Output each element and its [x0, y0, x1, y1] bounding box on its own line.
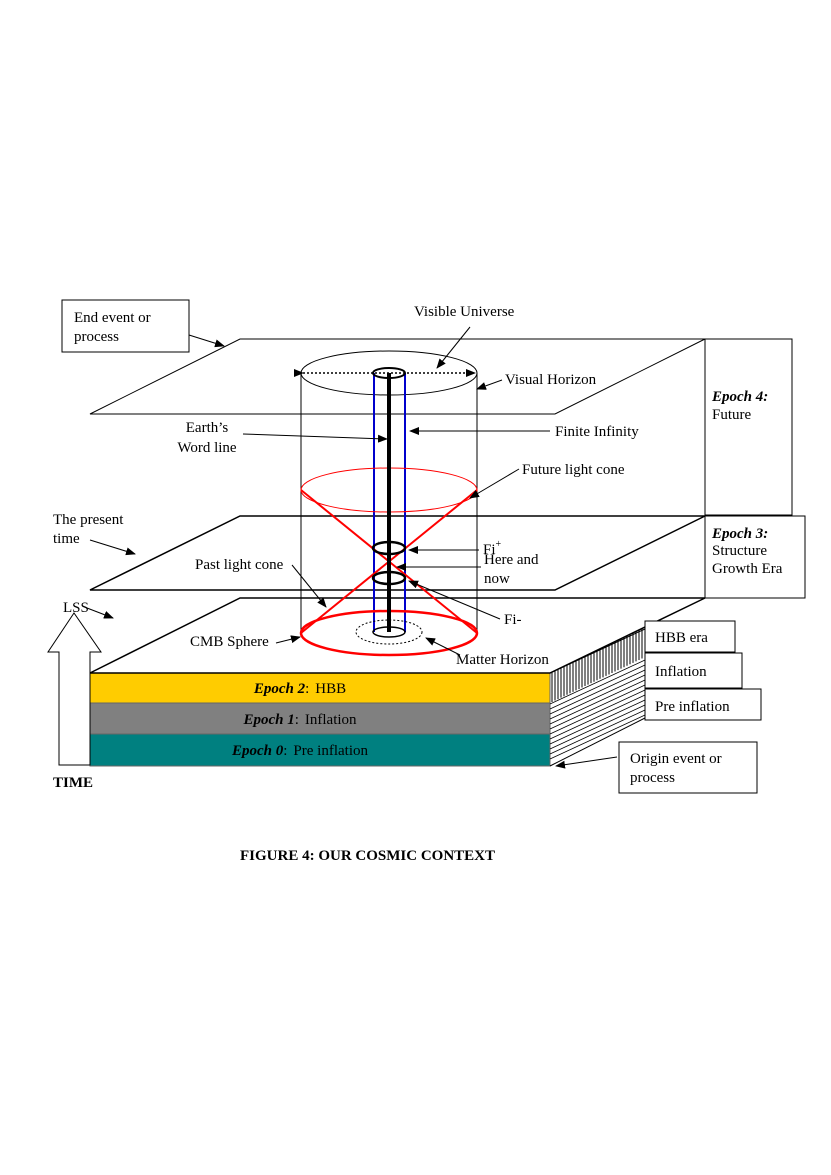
end-event-line2: process — [74, 329, 119, 345]
inflation-side-line — [549, 689, 646, 735]
figure-caption: FIGURE 4: OUR COSMIC CONTEXT — [240, 848, 495, 864]
inflation-side-line — [549, 684, 646, 730]
inflation-side-line — [549, 674, 646, 720]
inflation-side-line — [549, 709, 646, 755]
era-bands: Epoch 2:HBB Epoch 1:Inflation Epoch 0:Pr… — [89, 628, 646, 767]
pointer-arrows — [86, 326, 618, 769]
time-arrow — [47, 612, 102, 766]
hbb-era-label: HBB era — [655, 630, 708, 646]
earths-label-line1: Earth’s — [186, 420, 229, 436]
epoch3-box — [704, 515, 806, 599]
inflation-side-line — [549, 669, 646, 715]
epoch0-band — [89, 733, 551, 767]
epoch3-line1: Structure — [712, 543, 767, 559]
epoch4-name: Future — [712, 407, 752, 423]
matter-horizon-label: Matter Horizon — [456, 652, 549, 668]
inflation-side-line — [549, 714, 646, 760]
hbb-hatching — [551, 628, 643, 702]
epoch1-label: Epoch 1:Inflation — [242, 712, 357, 728]
here-now-line2: now — [484, 571, 510, 587]
pre-inflation-box — [644, 688, 762, 721]
epoch3-line2: Growth Era — [712, 561, 783, 577]
epoch4-box — [704, 338, 793, 516]
origin-event-box — [618, 741, 758, 794]
time-label: TIME — [53, 775, 93, 791]
present-time-line2: time — [53, 531, 80, 547]
epoch2-band — [89, 672, 551, 704]
epoch2-label: Epoch 2:HBB — [253, 681, 346, 697]
visible-universe-label: Visible Universe — [414, 304, 515, 320]
visual-horizon-label: Visual Horizon — [505, 372, 597, 388]
finite-infinity-label: Finite Infinity — [555, 424, 639, 440]
end-event-box — [61, 299, 190, 353]
inflation-box — [644, 652, 743, 689]
inflation-side-lines — [549, 659, 646, 760]
origin-event-line1: Origin event or — [630, 751, 722, 767]
fi-plus-ellipse — [371, 540, 407, 556]
inflation-side-line — [549, 704, 646, 750]
inflation-side-line — [549, 659, 646, 705]
fi-minus-ellipse — [371, 570, 407, 586]
inflation-side-line — [549, 664, 646, 710]
fi-minus-label: Fi- — [504, 612, 522, 628]
inflation-side-line — [549, 694, 646, 740]
past-light-cone-label: Past light cone — [195, 557, 284, 573]
pre-inflation-side-label: Pre inflation — [655, 699, 730, 715]
epoch1-band — [89, 702, 551, 735]
future-light-cone-label: Future light cone — [522, 462, 625, 478]
epoch4-title: Epoch 4: — [711, 389, 768, 405]
inflation-side-label: Inflation — [655, 664, 707, 680]
hbb-era-box — [644, 620, 736, 653]
here-now-line1: Here and — [484, 552, 539, 568]
end-event-line1: End event or — [74, 310, 151, 326]
lss-label: LSS — [63, 600, 89, 616]
present-time-line1: The present — [53, 512, 124, 528]
cmb-sphere-label: CMB Sphere — [190, 634, 269, 650]
earths-label-line2: Word line — [177, 440, 237, 456]
inflation-side-line — [549, 679, 646, 725]
epoch3-title: Epoch 3: — [711, 526, 768, 542]
origin-event-line2: process — [630, 770, 675, 786]
matter-horizon-ellipse — [355, 619, 423, 645]
fi-plus-label: Fi+ — [483, 539, 502, 558]
epoch0-label: Epoch 0:Pre inflation — [231, 743, 369, 759]
inflation-side-line — [549, 699, 646, 745]
